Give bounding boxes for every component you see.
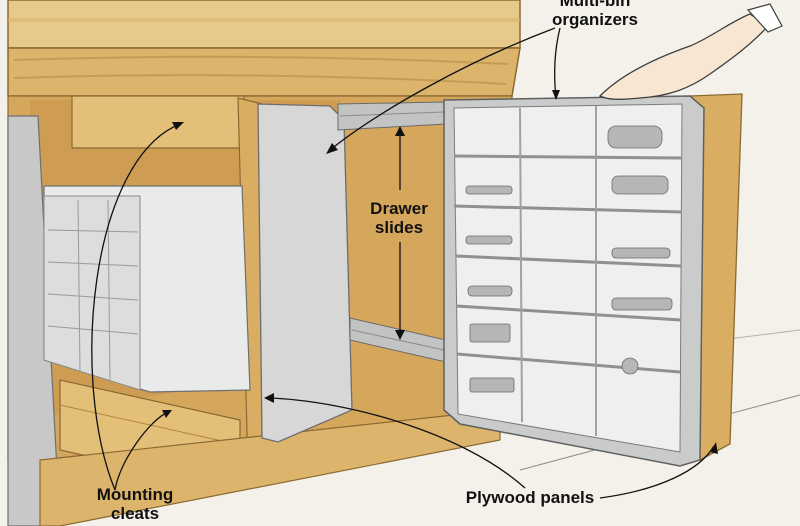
main-organizer (443, 95, 705, 467)
upper-cleat (71, 95, 245, 149)
middle-plywood-panel (257, 103, 353, 443)
countertop (7, 0, 521, 49)
face-frame-top (7, 47, 521, 97)
arrow-heads (162, 90, 718, 454)
left-side-panel (7, 115, 61, 526)
inner-organizer (43, 185, 251, 393)
label-drawer-slides: Drawer slides (370, 199, 428, 237)
label-multi-bin-organizers: Multi-bin organizers (552, 0, 638, 29)
hand-illustration (598, 3, 783, 100)
cabinet-base (39, 409, 501, 526)
label-mounting-cleats: Mounting cleats (96, 485, 174, 523)
leader-lines (91, 27, 715, 499)
label-plywood-panels: Plywood panels (465, 488, 595, 507)
